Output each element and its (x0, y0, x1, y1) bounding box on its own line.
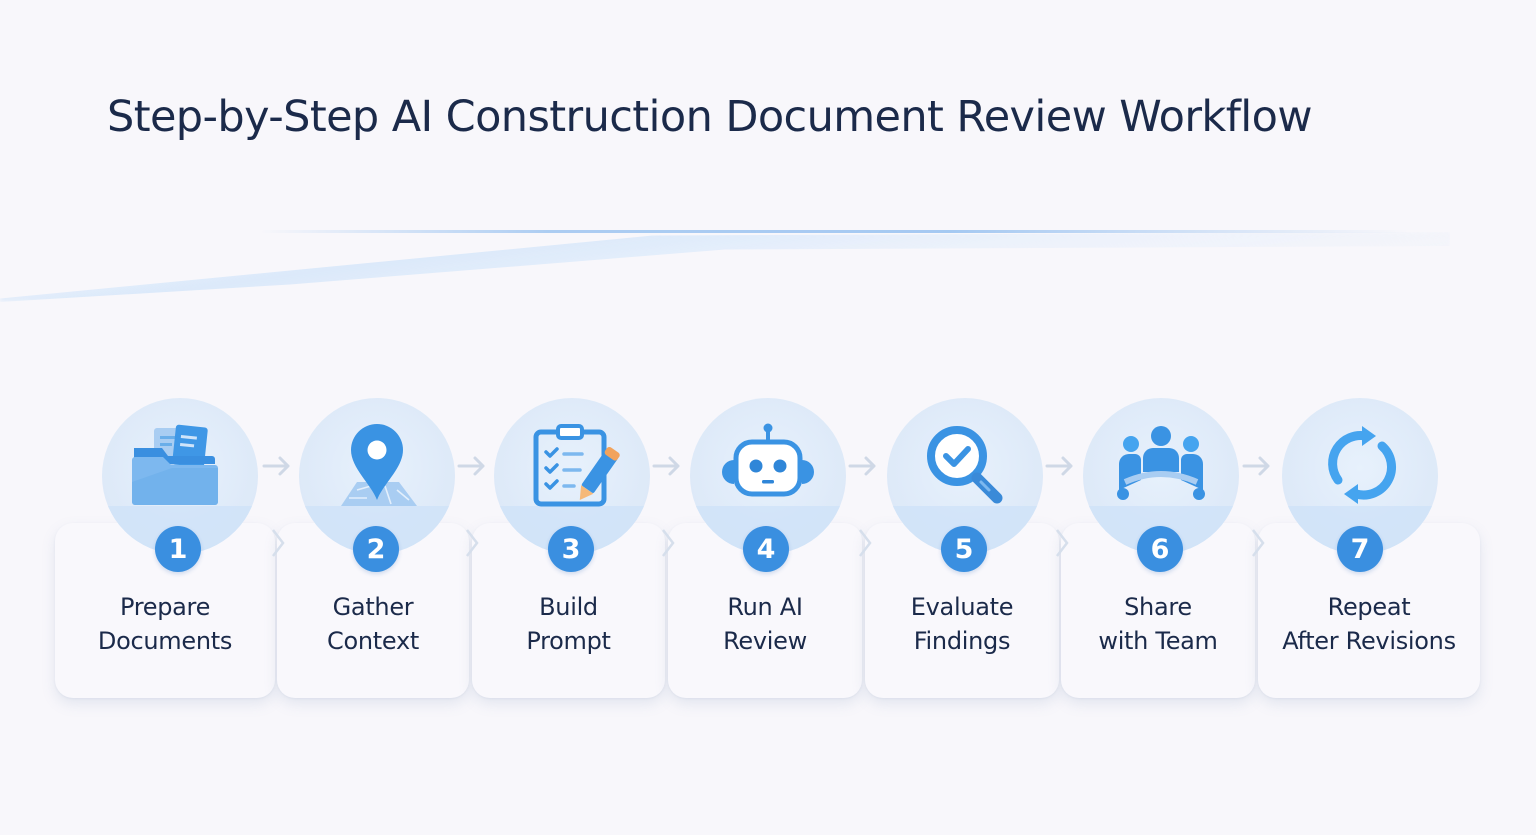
step-number-badge: 2 (353, 526, 399, 572)
robot-icon (722, 423, 814, 497)
step-label-line2: Context (327, 627, 419, 655)
clipboard-checklist-pencil-icon (533, 424, 620, 507)
chevron-right-icon (466, 529, 479, 557)
step-label-line2: Review (723, 627, 807, 655)
step-label: Evaluate Findings (865, 590, 1059, 658)
step-number-badge: 1 (155, 526, 201, 572)
page-title: Step-by-Step AI Construction Document Re… (107, 92, 1313, 142)
step-label-line2: Documents (97, 627, 233, 655)
arrow-right-icon (1045, 456, 1073, 476)
chevron-right-icon (1056, 529, 1069, 557)
arrow-right-icon (1242, 456, 1270, 476)
workflow-steps: 1 Prepare Documents 2 Gather Context (55, 398, 1480, 698)
step-label-line1: Evaluate (910, 593, 1014, 621)
workflow-step-5: 5 Evaluate Findings (865, 398, 1059, 698)
step-number-badge: 3 (548, 526, 594, 572)
workflow-step-7: 7 Repeat After Revisions (1258, 398, 1480, 698)
step-number-badge: 4 (743, 526, 789, 572)
workflow-step-6: 6 Share with Team (1061, 398, 1255, 698)
step-label-line1: Build (539, 593, 598, 621)
workflow-step-2: 2 Gather Context (277, 398, 469, 698)
arrow-right-icon (457, 456, 485, 476)
folder-documents-icon (132, 424, 218, 505)
step-label-line2: Prompt (526, 627, 611, 655)
step-label-line2: Findings (913, 627, 1011, 655)
step-label: Run AI Review (668, 590, 862, 658)
step-label-line1: Repeat (1327, 593, 1411, 621)
step-label: Repeat After Revisions (1258, 590, 1480, 658)
step-label-line1: Gather (332, 593, 414, 621)
icon-circle (102, 398, 258, 554)
team-meeting-icon (1117, 426, 1205, 500)
step-label-line2: with Team (1098, 627, 1218, 655)
step-label: Gather Context (277, 590, 469, 658)
step-number-badge: 6 (1137, 526, 1183, 572)
workflow-step-1: 1 Prepare Documents (55, 398, 275, 698)
chevron-right-icon (1252, 529, 1265, 557)
step-label-line1: Run AI (727, 593, 803, 621)
arrow-right-icon (262, 456, 290, 476)
step-label-line1: Prepare (119, 593, 211, 621)
step-label-line1: Share (1124, 593, 1192, 621)
map-pin-icon (341, 424, 417, 506)
chevron-right-icon (272, 529, 285, 557)
step-label: Share with Team (1061, 590, 1255, 658)
step-number-badge: 5 (941, 526, 987, 572)
decorative-light-streak (0, 232, 1450, 302)
chevron-right-icon (662, 529, 675, 557)
decorative-divider-line (260, 230, 1410, 233)
step-number-badge: 7 (1337, 526, 1383, 572)
workflow-step-4: 4 Run AI Review (668, 398, 862, 698)
arrow-right-icon (652, 456, 680, 476)
step-label: Build Prompt (472, 590, 665, 658)
arrow-right-icon (848, 456, 876, 476)
workflow-step-3: 3 Build Prompt (472, 398, 665, 698)
refresh-cycle-icon (1328, 426, 1396, 504)
step-label: Prepare Documents (55, 590, 275, 658)
magnifier-check-icon (927, 426, 1003, 504)
chevron-right-icon (859, 529, 872, 557)
step-label-line2: After Revisions (1282, 627, 1456, 655)
